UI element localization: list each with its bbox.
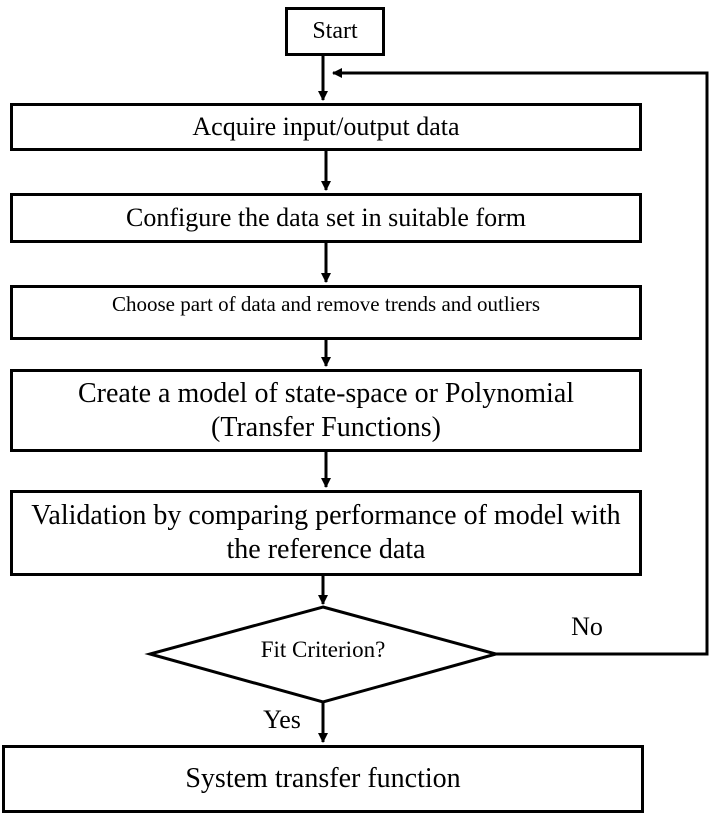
step-configure-label: Configure the data set in suitable form <box>125 203 526 233</box>
step-acquire-label: Acquire input/output data <box>192 112 460 142</box>
arrow-decision-no-loop <box>332 68 709 656</box>
end-box: System transfer function <box>2 745 644 813</box>
decision-yes-label: Yes <box>263 705 301 734</box>
end-label: System transfer function <box>185 763 461 795</box>
step-configure-box: Configure the data set in suitable form <box>10 193 642 243</box>
start-label: Start <box>312 18 358 45</box>
step-create-label: Create a model of state-space or Polynom… <box>77 377 575 443</box>
decision-no-label: No <box>571 612 603 641</box>
start-box: Start <box>285 7 385 56</box>
step-validation-label: Validation by comparing performance of m… <box>31 500 621 565</box>
step-validation-box: Validation by comparing performance of m… <box>10 490 642 576</box>
decision-label: Fit Criterion? <box>260 637 386 662</box>
step-acquire-box: Acquire input/output data <box>10 103 642 151</box>
step-choose-box: Choose part of data and remove trends an… <box>10 285 642 340</box>
step-choose-label: Choose part of data and remove trends an… <box>111 292 541 316</box>
step-create-box: Create a model of state-space or Polynom… <box>10 369 642 452</box>
